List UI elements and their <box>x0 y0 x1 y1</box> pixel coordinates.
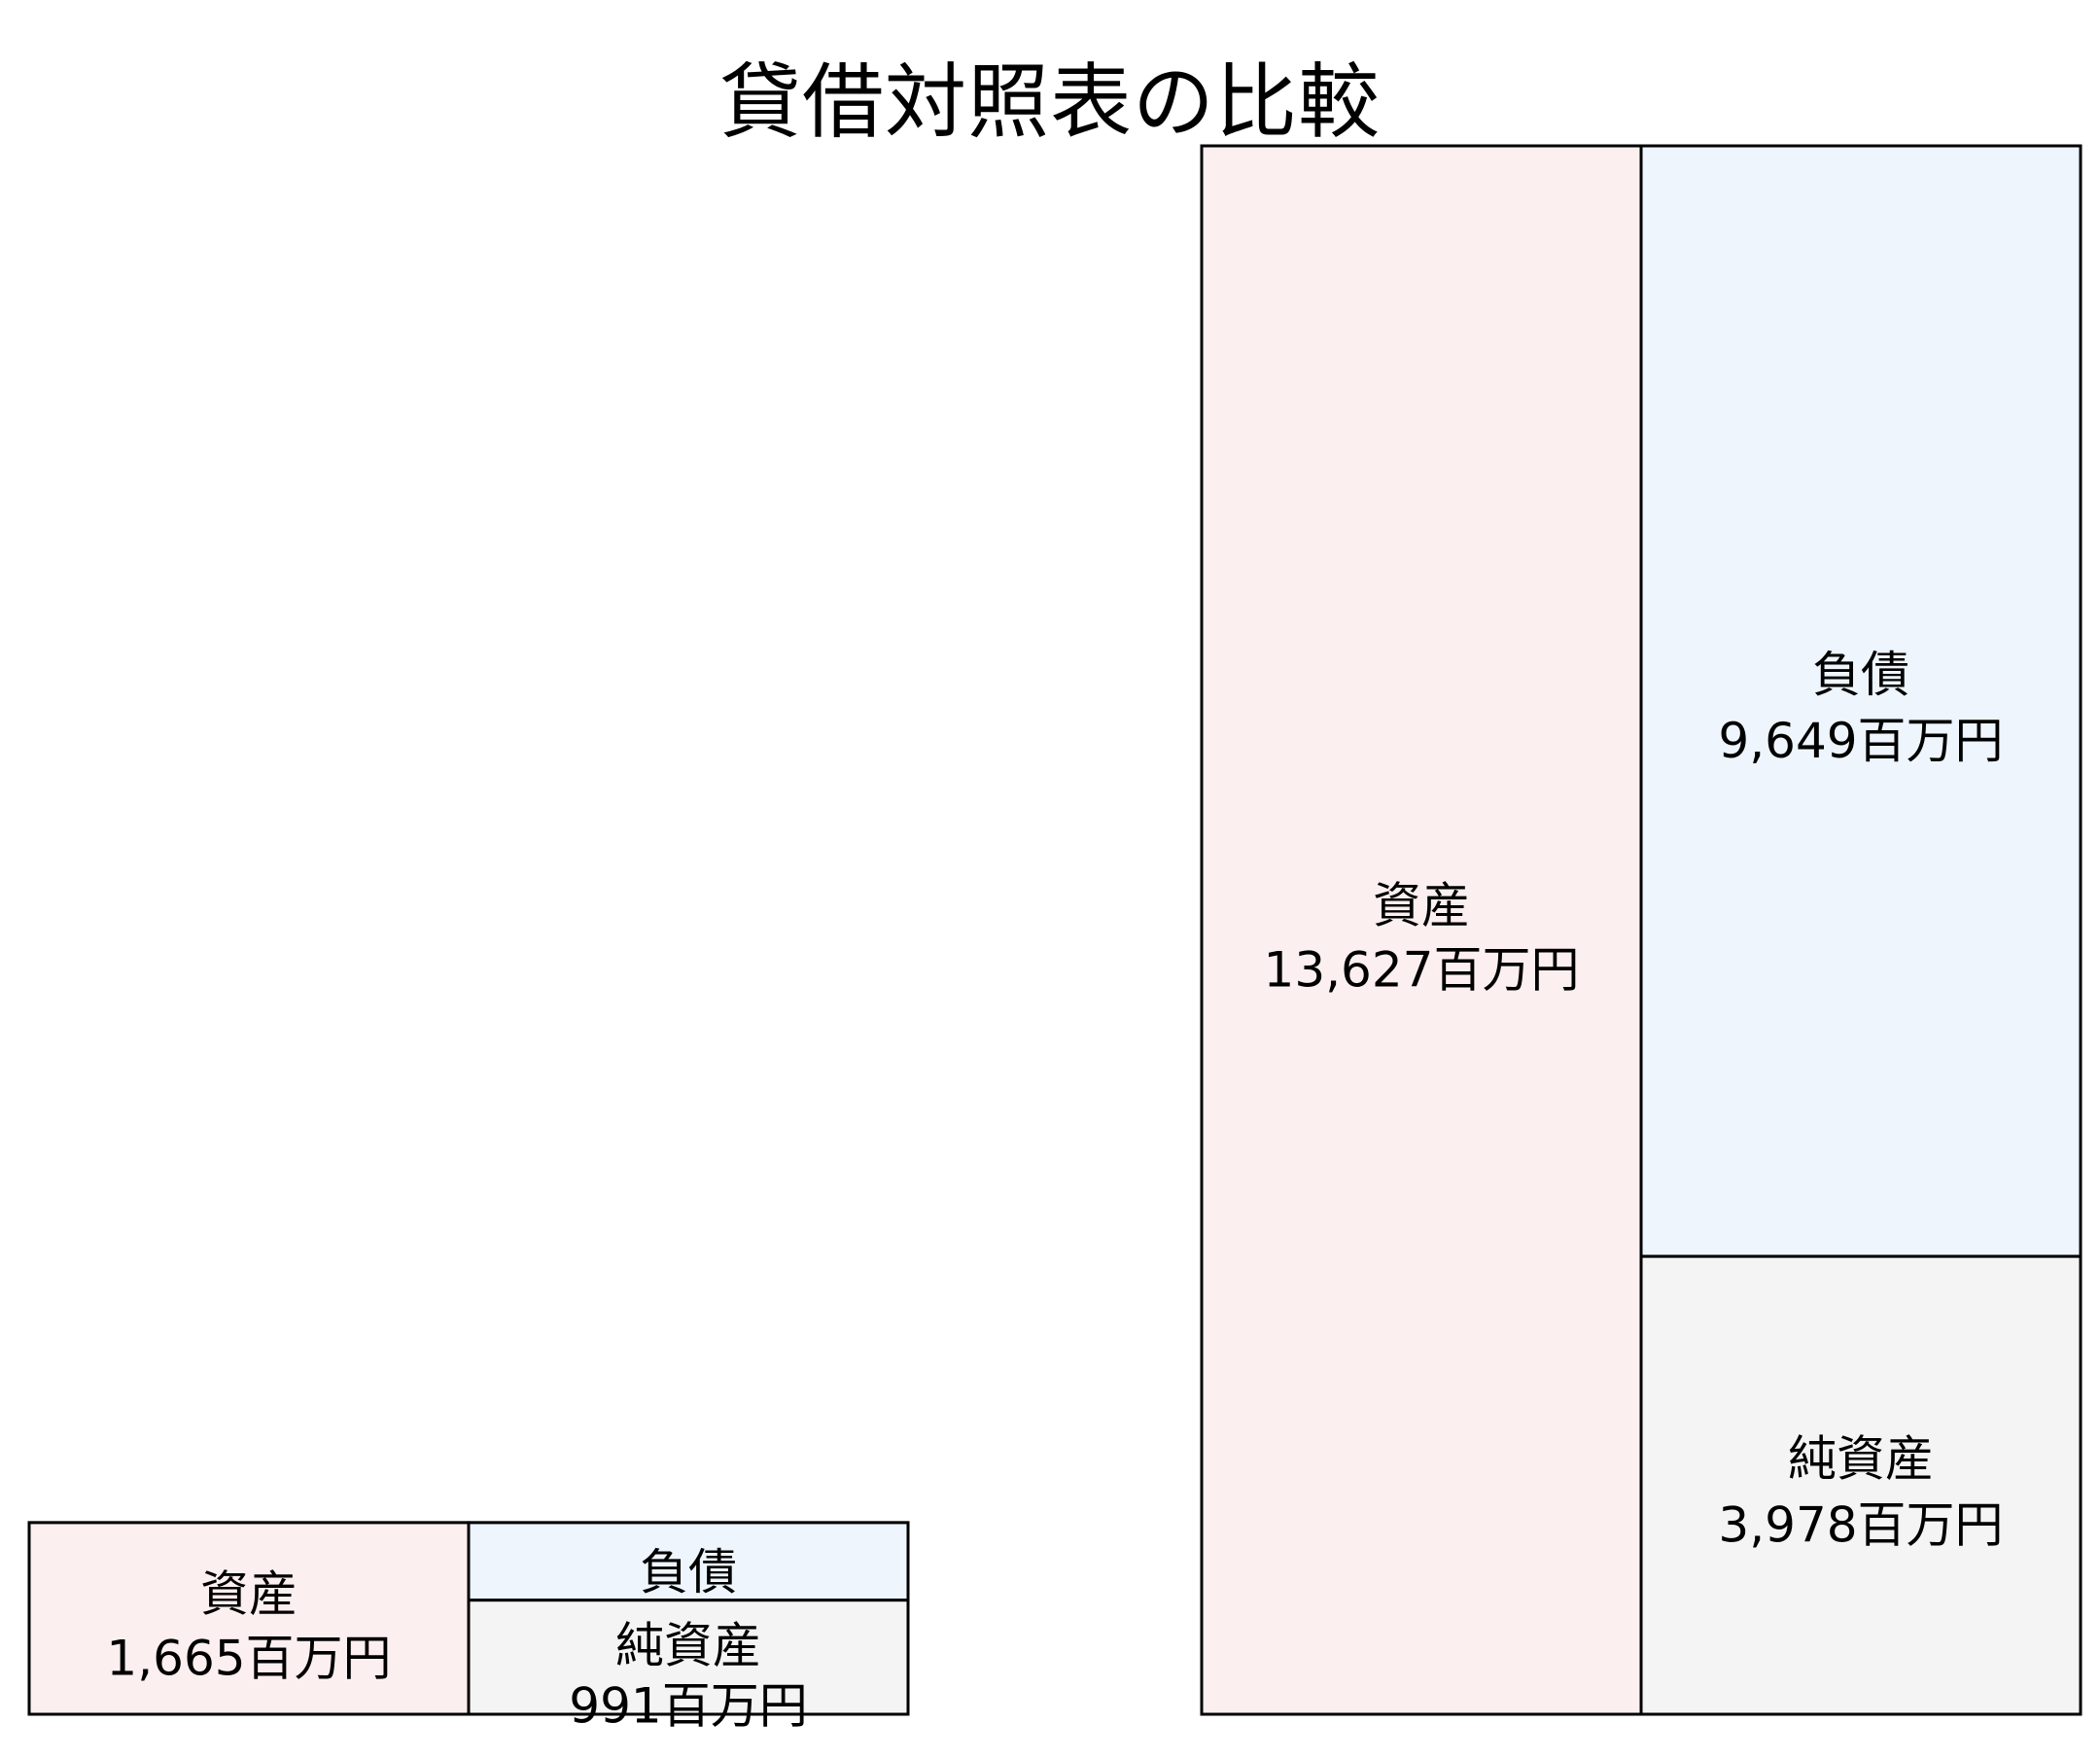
net-assets-box-1 <box>1639 1254 2082 1716</box>
assets-box-0 <box>27 1521 471 1716</box>
liabilities-box-1 <box>1639 144 2082 1258</box>
assets-value-1: 13,627百万円 <box>1264 942 1580 999</box>
net-assets-label-0: 純資産 <box>615 1618 761 1674</box>
liabilities-label-0: 負債 <box>640 1544 737 1600</box>
net-assets-value-1: 3,978百万円 <box>1718 1497 2003 1554</box>
net-assets-box-0 <box>467 1599 910 1716</box>
chart-title: 貸借対照表の比較 <box>718 54 1381 150</box>
net-assets-label-1: 純資産 <box>1788 1431 1934 1488</box>
liabilities-box-0 <box>467 1521 910 1602</box>
assets-label-1: 資産 <box>1373 878 1470 934</box>
assets-label-0: 資産 <box>200 1565 298 1622</box>
liabilities-label-1: 負債 <box>1812 647 1909 703</box>
assets-value-0: 1,665百万円 <box>106 1630 391 1686</box>
net-assets-value-0: 991百万円 <box>569 1678 807 1735</box>
assets-box-1 <box>1200 144 1643 1716</box>
liabilities-value-1: 9,649百万円 <box>1718 713 2003 769</box>
